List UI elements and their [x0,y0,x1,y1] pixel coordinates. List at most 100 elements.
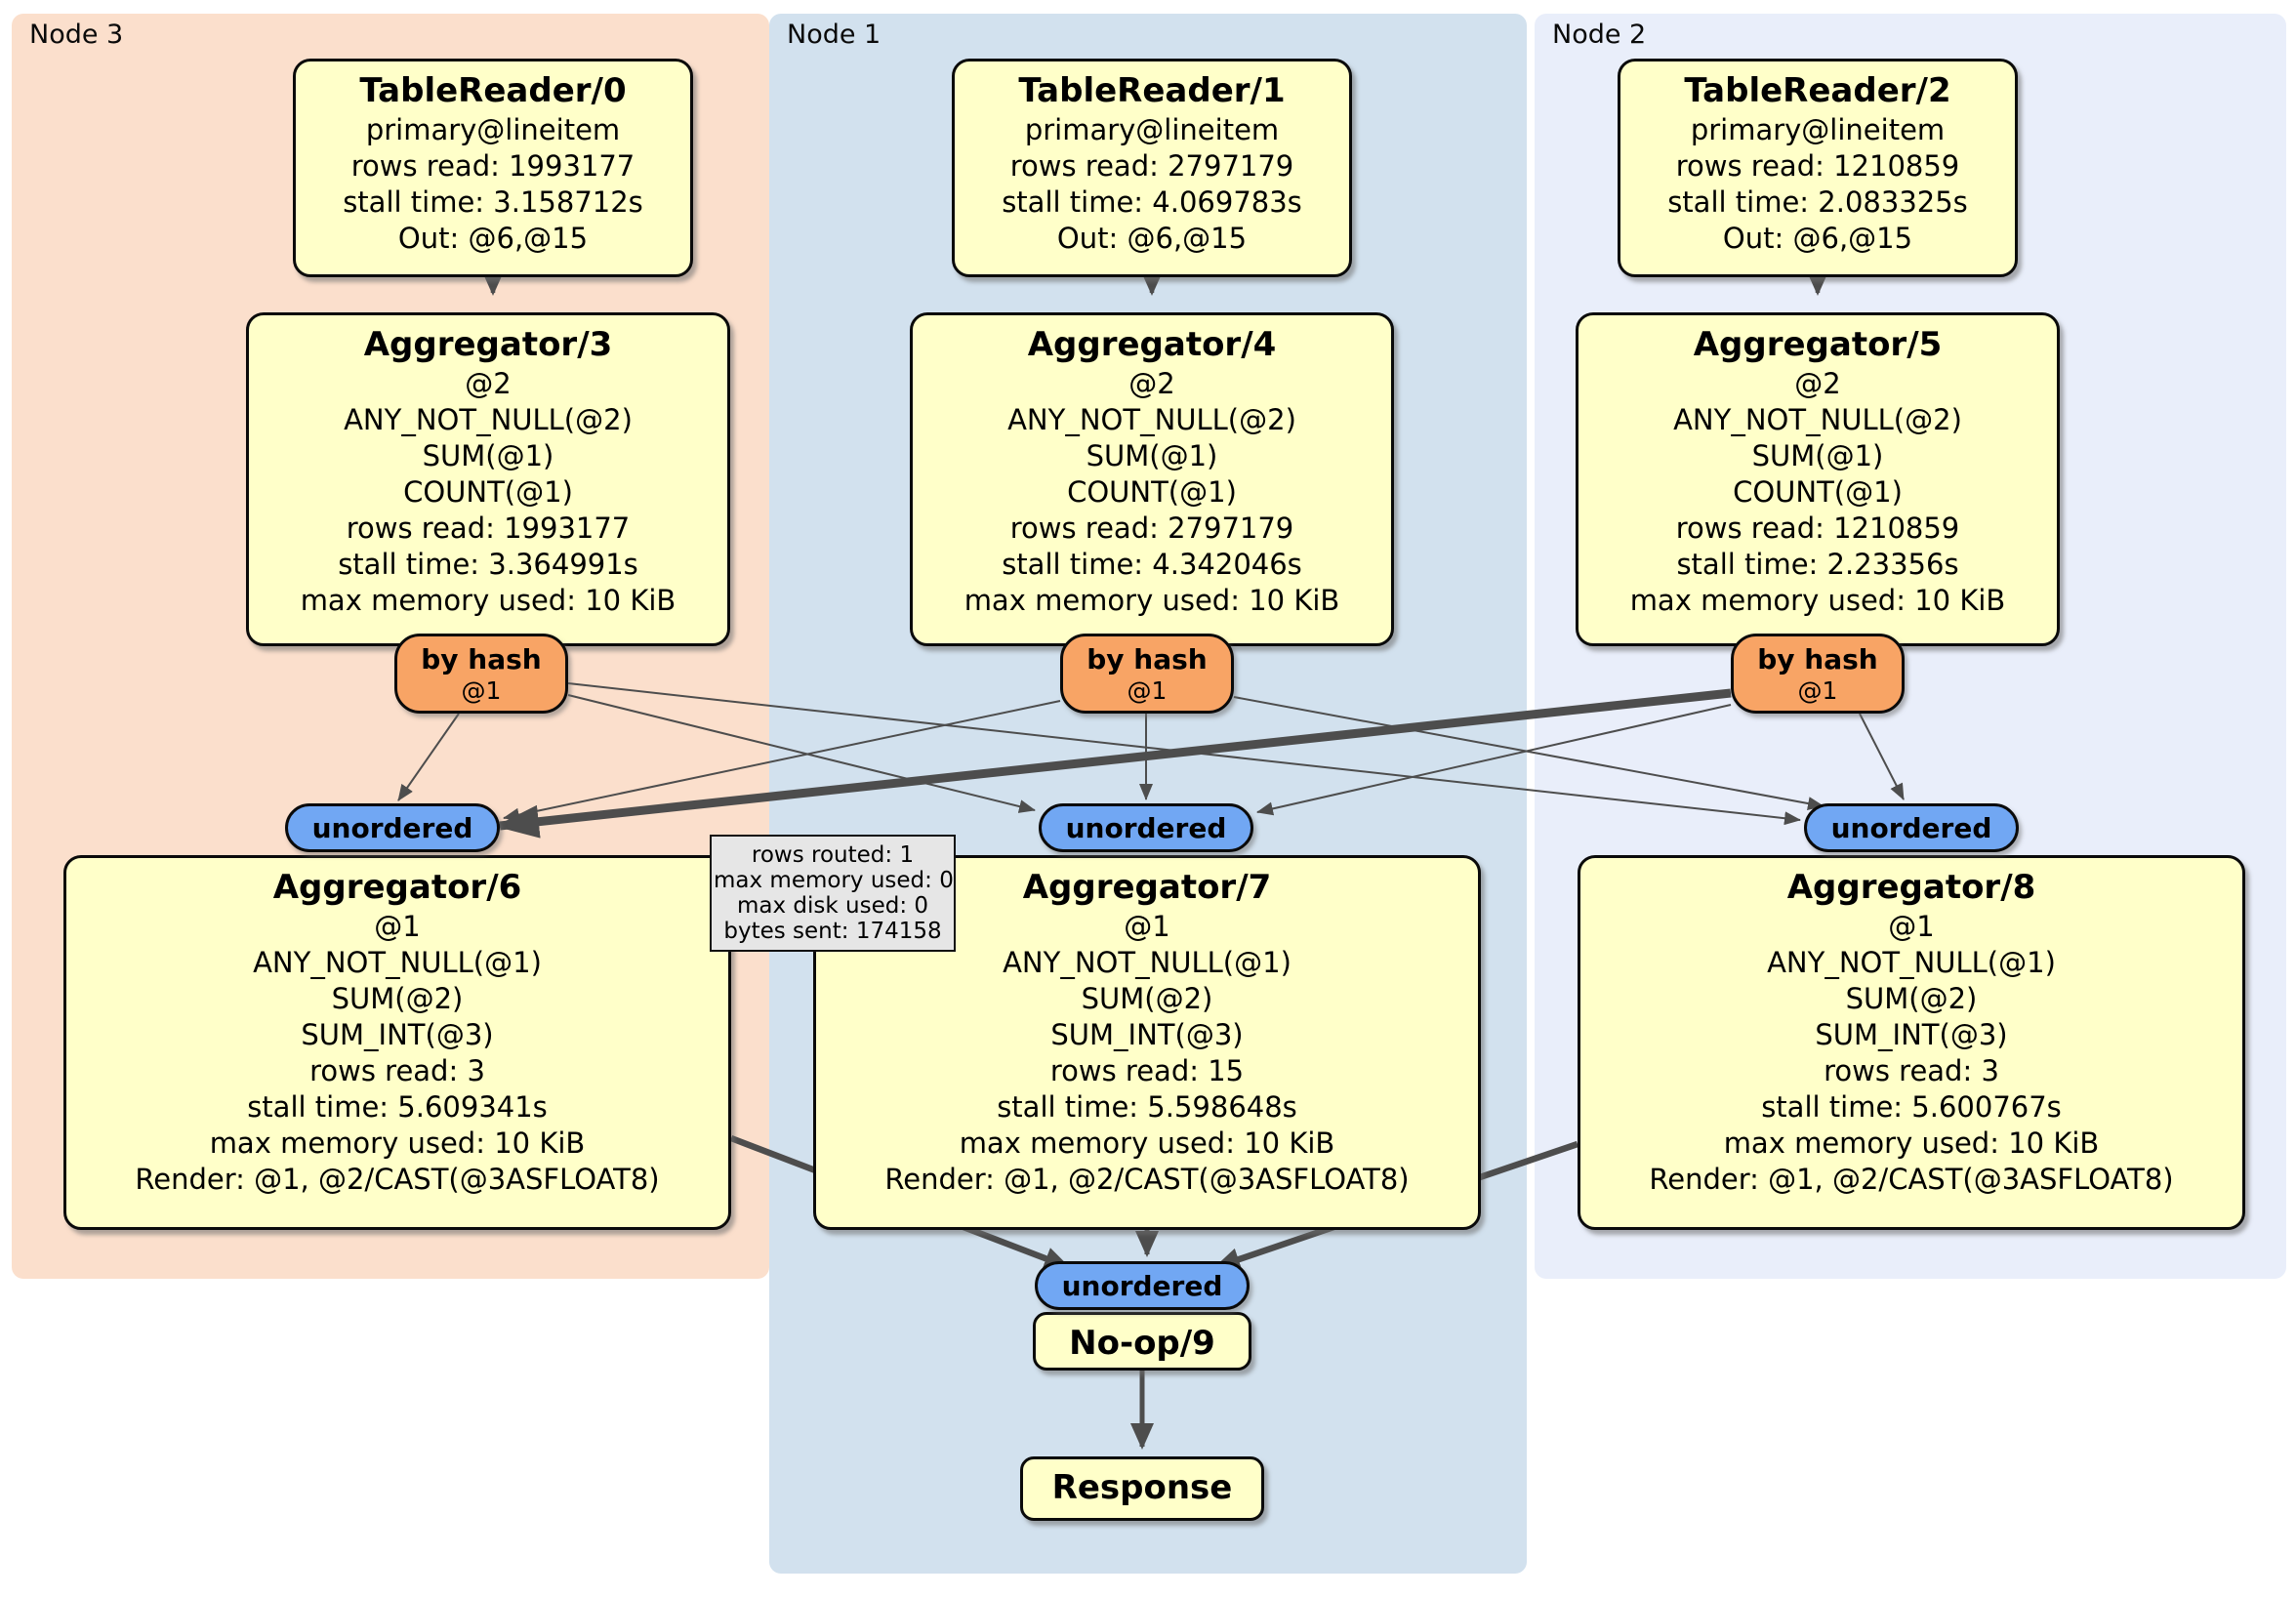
stat-line: @2 [1794,367,1841,400]
router-hash-column: @1 [461,676,502,705]
stat-line: Render: @1, @2/CAST(@3ASFLOAT8) [884,1163,1410,1196]
stat-line: SUM(@1) [422,439,554,472]
router-by-hash-node3[interactable]: by hash @1 [394,634,568,714]
stat-line: SUM_INT(@3) [1815,1018,2008,1051]
sync-unordered-final[interactable]: unordered [1035,1261,1250,1310]
edge-byhash-node2-to-unordered-node2[interactable] [1859,713,1905,800]
stat-line: SUM_INT(@3) [301,1018,494,1051]
router-by-hash-node2[interactable]: by hash @1 [1731,634,1905,714]
stat-line: max disk used: 0 [736,893,929,919]
panel-node3-label: Node 3 [29,20,124,50]
stat-line: @2 [1128,367,1175,400]
processor-title: Aggregator/8 [1786,868,2036,907]
processor-title: TableReader/2 [1684,71,1951,110]
stat-line: max memory used: 10 KiB [300,584,676,617]
processor-title: TableReader/0 [359,71,627,110]
sync-unordered-node3[interactable]: unordered [285,803,500,852]
processor-noop-9: No-op/9 [1033,1312,1251,1371]
stat-line: SUM(@2) [331,982,464,1015]
router-hash-column: @1 [1797,676,1838,705]
stat-line: SUM(@2) [1081,982,1213,1015]
stat-line: max memory used: 10 KiB [1629,584,2006,617]
stat-line: primary@lineitem [1024,113,1280,146]
stat-line: stall time: 5.598648s [997,1090,1297,1124]
stat-line: COUNT(@1) [1733,475,1903,509]
edge-byhash-node2-to-unordered-node1[interactable] [1256,704,1732,816]
stat-line: rows read: 15 [1049,1054,1245,1087]
processor-title: Aggregator/3 [363,325,613,364]
edge-byhash-node3-to-unordered-node3[interactable] [397,713,460,801]
stat-line: Out: @6,@15 [397,222,589,255]
stat-line: ANY_NOT_NULL(@2) [1673,403,1962,436]
stat-line: SUM_INT(@3) [1050,1018,1244,1051]
router-hash-column: @1 [1127,676,1168,705]
panel-node2-label: Node 2 [1552,20,1647,50]
stat-line: stall time: 2.23356s [1676,548,1959,581]
processor-title: TableReader/1 [1018,71,1286,110]
stat-line: @1 [374,910,421,943]
edge-byhash-node1-to-unordered-node3[interactable] [503,700,1061,822]
stat-line: SUM(@1) [1751,439,1884,472]
router-label: by hash [1086,643,1208,676]
stat-line: stall time: 4.342046s [1002,548,1302,581]
stat-line: rows routed: 1 [751,842,915,868]
stat-line: stall time: 4.069783s [1002,185,1302,219]
panel-node1-label: Node 1 [787,20,882,50]
router-by-hash-node1[interactable]: by hash @1 [1060,634,1234,714]
stat-line: SUM(@1) [1086,439,1218,472]
stat-line: Render: @1, @2/CAST(@3ASFLOAT8) [1649,1163,2174,1196]
stat-line: Out: @6,@15 [1722,222,1913,255]
sync-unordered-node2[interactable]: unordered [1804,803,2019,852]
stat-line: SUM(@2) [1845,982,1978,1015]
router-label: by hash [421,643,542,676]
stat-line: stall time: 3.364991s [338,548,638,581]
stat-line: stall time: 5.600767s [1761,1090,2062,1124]
stat-line: COUNT(@1) [1067,475,1237,509]
edge-byhash-node3-to-unordered-node1[interactable] [567,694,1036,813]
router-label: by hash [1757,643,1878,676]
stat-line: COUNT(@1) [403,475,573,509]
stat-line: rows read: 2797179 [1009,512,1294,545]
stat-line: @1 [1124,910,1170,943]
edge-byhash-node2-to-unordered-node3-thick[interactable] [495,688,1732,839]
sync-unordered-node1[interactable]: unordered [1039,803,1253,852]
stat-line: primary@lineitem [1690,113,1946,146]
stat-line: @1 [1888,910,1935,943]
stat-line: rows read: 1210859 [1675,149,1960,183]
stat-line: ANY_NOT_NULL(@1) [1767,946,2056,979]
stat-line: max memory used: 0 [714,868,954,893]
stat-line: max memory used: 10 KiB [964,584,1340,617]
processor-title: No-op/9 [1069,1324,1215,1363]
stat-line: Out: @6,@15 [1056,222,1248,255]
edge-byhash-node1-to-unordered-node2[interactable] [1233,696,1824,810]
processor-title: Aggregator/4 [1027,325,1277,364]
stat-line: ANY_NOT_NULL(@1) [1003,946,1292,979]
stat-line: bytes sent: 174158 [723,919,942,944]
stat-line: stall time: 2.083325s [1667,185,1968,219]
processor-title: Aggregator/6 [272,868,522,907]
stat-line: rows read: 1993177 [350,149,636,183]
stat-line: rows read: 3 [309,1054,485,1087]
stat-line: stall time: 5.609341s [247,1090,548,1124]
processor-title: Aggregator/5 [1693,325,1943,364]
stat-line: ANY_NOT_NULL(@2) [1007,403,1296,436]
